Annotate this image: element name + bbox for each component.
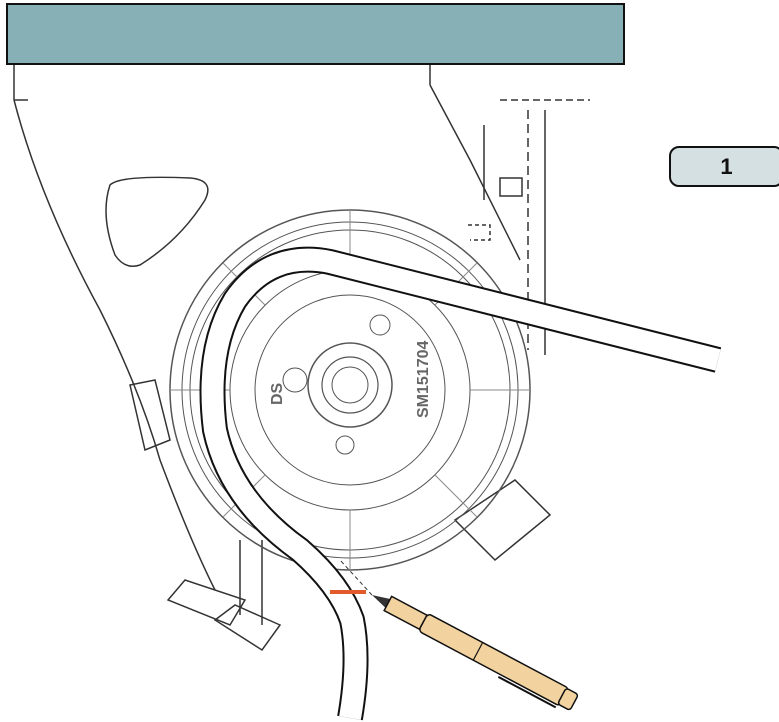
hub-label-right: SM151704: [415, 341, 432, 418]
hub-label-left: DS: [269, 382, 286, 405]
step-number: 1: [720, 153, 733, 179]
step-number-badge: 1: [669, 146, 779, 187]
pen-icon: [372, 595, 579, 711]
rotor-icon: [169, 209, 531, 571]
header-bar: [6, 3, 625, 65]
tube-icon: [199, 246, 722, 721]
